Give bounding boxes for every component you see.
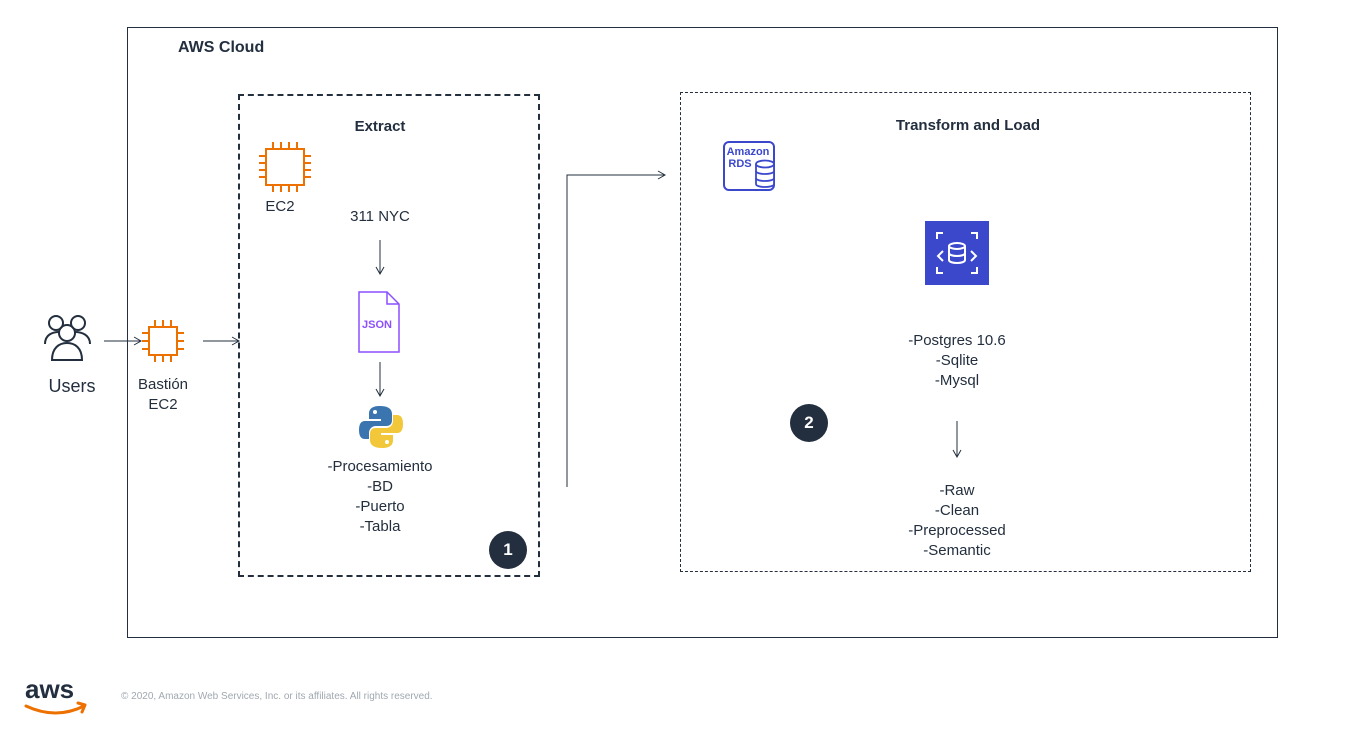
processing-step: -BD: [367, 478, 393, 495]
transform-load-group: [680, 92, 1251, 572]
svg-text:JSON: JSON: [362, 319, 392, 331]
step-badge-1: 1: [489, 531, 527, 569]
data-layer: -Semantic: [923, 542, 991, 559]
data-layers-list: -Raw -Clean -Preprocessed -Semantic: [877, 481, 1037, 561]
extract-ec2-chip-icon: [259, 142, 311, 192]
processing-step: -Puerto: [355, 498, 405, 515]
extract-title: Extract: [354, 118, 406, 135]
processing-steps-list: -Procesamiento -BD -Puerto -Tabla: [300, 457, 460, 537]
extract-group: [238, 94, 540, 577]
aws-logo: aws: [24, 674, 87, 715]
svg-text:Amazon: Amazon: [727, 146, 770, 158]
extract-ec2-label: EC2: [265, 198, 295, 215]
users-label: Users: [48, 376, 96, 396]
database-engine: -Postgres 10.6: [908, 332, 1006, 349]
copyright-text: © 2020, Amazon Web Services, Inc. or its…: [121, 691, 433, 702]
aws-cloud-group: [127, 27, 1278, 638]
svg-text:aws: aws: [25, 674, 74, 704]
data-layer: -Raw: [939, 482, 975, 499]
json-file-icon: JSON: [358, 291, 400, 353]
bastion-ec2-chip-icon: [142, 320, 184, 362]
data-layer: -Preprocessed: [908, 522, 1006, 539]
rds-database-icon: [925, 221, 989, 285]
database-engine: -Mysql: [934, 372, 980, 389]
amazon-rds-icon: Amazon RDS: [723, 141, 775, 191]
transform-load-title: Transform and Load: [895, 117, 1041, 134]
aws-cloud-title: AWS Cloud: [178, 39, 265, 56]
bastion-label-line2: EC2: [148, 396, 178, 413]
python-icon: [359, 406, 403, 448]
data-layer: -Clean: [934, 502, 980, 519]
database-engines-list: -Postgres 10.6 -Sqlite -Mysql: [877, 331, 1037, 391]
users-icon: [44, 315, 91, 361]
processing-step: -Tabla: [359, 518, 401, 535]
bastion-label-line1: Bastión: [137, 376, 189, 393]
database-engine: -Sqlite: [935, 352, 979, 369]
svg-text:RDS: RDS: [728, 158, 751, 170]
processing-step: -Procesamiento: [327, 458, 433, 475]
step-badge-2: 2: [790, 404, 828, 442]
source-label: 311 NYC: [350, 208, 410, 225]
